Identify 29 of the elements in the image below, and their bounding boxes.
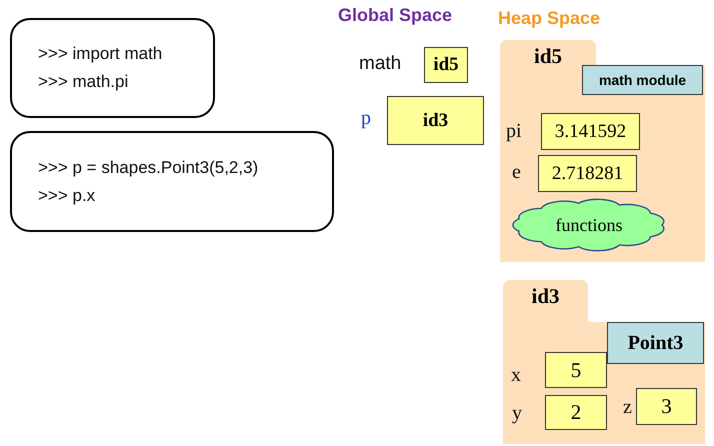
type-tag: math module <box>582 65 703 95</box>
object-id: id3 <box>530 284 560 309</box>
code-box <box>10 131 334 232</box>
code-line: >>> p = shapes.Point3(5,2,3) <box>38 156 260 178</box>
value-box: 5 <box>545 352 607 388</box>
variable-box: id5 <box>424 47 468 83</box>
code-line: >>> math.pi <box>38 71 130 93</box>
variable-name: z <box>623 396 632 419</box>
space-heading: Heap Space <box>498 8 600 29</box>
variable-name: math <box>359 53 402 75</box>
value-box: 3 <box>636 388 697 425</box>
folder-object <box>500 40 705 262</box>
variable-name: p <box>361 107 371 130</box>
code-line: >>> p.x <box>38 184 96 206</box>
variable-name: x <box>511 364 521 387</box>
folder-object <box>503 280 705 444</box>
code-line: >>> import math <box>38 43 164 65</box>
variable-name: pi <box>506 120 522 143</box>
value-box: 2.718281 <box>538 155 637 192</box>
variable-name: y <box>512 402 522 425</box>
space-heading: Global Space <box>338 5 452 26</box>
cloud-label: functions <box>556 214 622 236</box>
variable-name: e <box>512 161 521 184</box>
object-id: id5 <box>532 44 563 69</box>
code-box <box>10 18 215 118</box>
value-box: 2 <box>545 395 607 430</box>
variable-box: id3 <box>387 96 484 145</box>
value-box: 3.141592 <box>541 113 640 150</box>
type-tag: Point3 <box>607 322 704 364</box>
